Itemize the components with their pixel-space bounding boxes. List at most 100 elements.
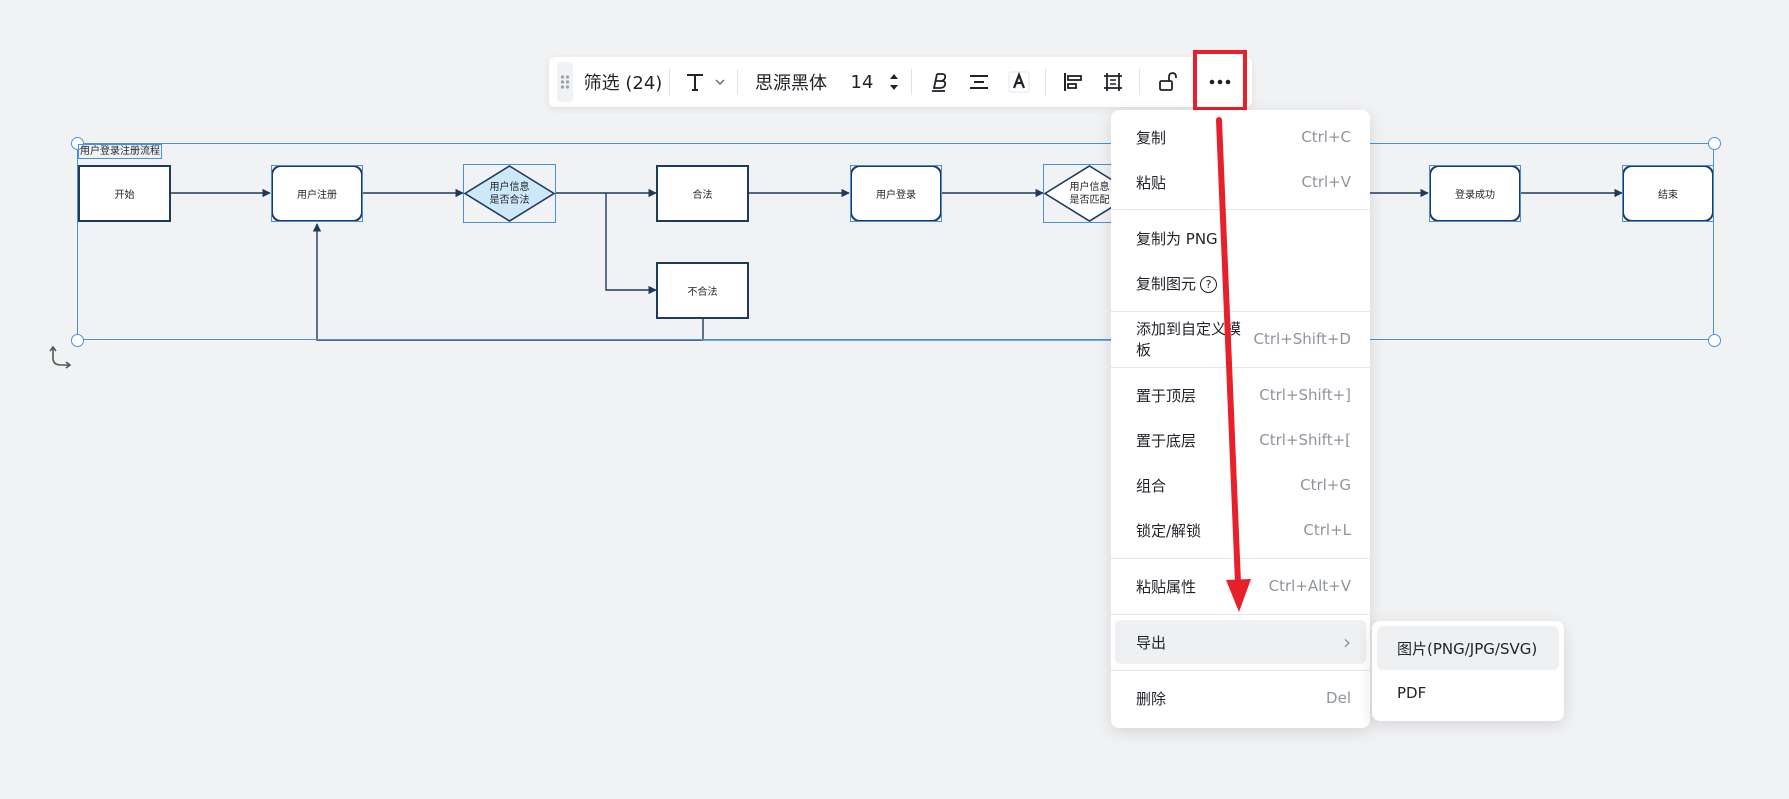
stepper-icon [890,74,898,90]
node-invalid[interactable]: 不合法 [656,262,749,319]
export-pdf-option[interactable]: PDF [1397,684,1427,702]
menu-item-paste-style[interactable]: 粘贴属性 Ctrl+Alt+V [1115,564,1366,608]
menu-item-label: 锁定/解锁 [1136,521,1202,540]
node-selection-outline [271,165,363,222]
align-left-icon [1064,73,1082,91]
menu-item-label: 组合 [1136,476,1167,495]
chevron-right-icon: › [1343,630,1351,654]
menu-item-label: 添加到自定义模板 [1136,320,1242,359]
menu-item-shortcut: Ctrl+Shift+D [1253,330,1351,348]
menu-item-delete[interactable]: 删除 Del [1115,676,1366,720]
menu-divider [1111,558,1370,559]
menu-item-send-to-back[interactable]: 置于底层 Ctrl+Shift+[ [1115,418,1366,462]
menu-item-label: 置于顶层 [1136,386,1197,405]
node-login-label: 用户登录 [876,190,916,201]
node-login[interactable]: 用户登录 [850,165,942,222]
drag-handle-icon[interactable] [557,62,573,102]
menu-item-lock-unlock[interactable]: 锁定/解锁 Ctrl+L [1115,508,1366,552]
node-success[interactable]: 登录成功 [1429,165,1521,222]
align-center-icon [970,75,988,89]
menu-divider [1111,311,1370,312]
node-check-valid[interactable]: 用户信息 是否合法 [463,164,556,223]
menu-item-shortcut: Ctrl+Shift+] [1259,386,1351,404]
toolbar-divider [669,69,670,95]
menu-item-bring-to-front[interactable]: 置于顶层 Ctrl+Shift+] [1115,373,1366,417]
menu-item-label: 复制 [1136,128,1167,147]
text-align-button[interactable] [959,57,999,107]
toolbar-divider [737,69,738,95]
resize-handle-top-left[interactable] [71,137,84,150]
more-button[interactable] [1197,57,1243,107]
node-selection-outline [850,165,942,222]
menu-item-export[interactable]: 导出 › [1115,620,1366,664]
node-success-label: 登录成功 [1455,190,1495,201]
menu-item-shortcut: Ctrl+V [1301,173,1351,191]
menu-item-label: 粘贴属性 [1136,577,1197,596]
text-type-dropdown[interactable] [677,57,733,107]
filter-button[interactable]: 筛选 (24) [583,73,663,94]
font-family-select[interactable]: 思源黑体 [755,73,827,94]
node-selection-outline [1429,165,1521,222]
menu-divider [1111,614,1370,615]
menu-item-label: 置于底层 [1136,431,1197,450]
toolbar-divider [1139,69,1140,95]
menu-item-label-wrap: 复制图元? [1136,273,1218,294]
menu-divider [1111,209,1370,210]
menu-item-paste[interactable]: 粘贴 Ctrl+V [1115,160,1366,204]
frame-button[interactable] [1093,57,1133,107]
node-check-match-label: 用户信息 是否匹配 [1069,181,1110,206]
menu-item-add-template[interactable]: 添加到自定义模板 Ctrl+Shift+D [1115,317,1366,361]
menu-item-label: 粘贴 [1136,173,1167,192]
node-valid[interactable]: 合法 [656,165,749,222]
menu-item-shortcut: Ctrl+Alt+V [1268,577,1351,595]
node-valid-label: 合法 [692,190,713,201]
node-invalid-label: 不合法 [687,287,718,298]
lock-button[interactable] [1147,57,1187,107]
node-selection-outline [1622,165,1714,222]
menu-item-label: 删除 [1136,689,1167,708]
node-register[interactable]: 用户注册 [271,165,363,222]
resize-handle-top-right[interactable] [1708,137,1721,150]
frame-icon [1104,73,1122,91]
export-image-option[interactable]: 图片(PNG/JPG/SVG) [1377,626,1559,670]
resize-handle-bottom-right[interactable] [1708,334,1721,347]
text-color-button[interactable] [999,57,1039,107]
menu-item-copy[interactable]: 复制 Ctrl+C [1115,115,1366,159]
font-size-input[interactable]: 14 [850,71,874,93]
menu-item-shortcut: Del [1326,689,1351,707]
menu-item-label: 复制图元 [1136,274,1197,293]
node-start[interactable]: 开始 [78,165,171,222]
node-register-label: 用户注册 [297,190,337,201]
bold-italic-button[interactable] [919,57,959,107]
node-end[interactable]: 结束 [1622,165,1714,222]
menu-item-shortcut: Ctrl+L [1303,521,1351,539]
diamond-shape [463,164,556,223]
help-icon[interactable]: ? [1200,275,1218,293]
toolbar-divider [1045,69,1046,95]
group-selection-frame[interactable] [77,143,1714,340]
font-size-stepper[interactable] [883,57,905,107]
node-check-valid-label: 用户信息 是否合法 [489,181,530,206]
unlock-icon [1159,72,1177,91]
menu-item-copy-element[interactable]: 复制图元? [1115,261,1366,305]
menu-item-label: 复制为 PNG [1136,229,1218,248]
rotate-connector-icon[interactable] [48,345,74,371]
align-objects-button[interactable] [1053,57,1093,107]
menu-item-shortcut: Ctrl+C [1301,128,1351,146]
more-icon [1209,79,1231,85]
menu-item-group[interactable]: 组合 Ctrl+G [1115,463,1366,507]
resize-handle-bottom-left[interactable] [71,334,84,347]
node-start-label: 开始 [114,190,135,201]
menu-item-shortcut: Ctrl+Shift+[ [1259,431,1351,449]
export-submenu: 图片(PNG/JPG/SVG) PDF [1372,621,1564,721]
chevron-down-icon [715,79,725,86]
menu-item-copy-png[interactable]: 复制为 PNG [1115,216,1366,260]
floating-toolbar: 筛选 (24) 思源黑体 14 [549,57,1252,107]
menu-divider [1111,367,1370,368]
menu-item-label: 导出 [1136,633,1167,652]
toolbar-divider [911,69,912,95]
node-end-label: 结束 [1658,190,1678,201]
flowchart-title[interactable]: 用户登录注册流程 [78,144,162,159]
menu-divider [1111,670,1370,671]
